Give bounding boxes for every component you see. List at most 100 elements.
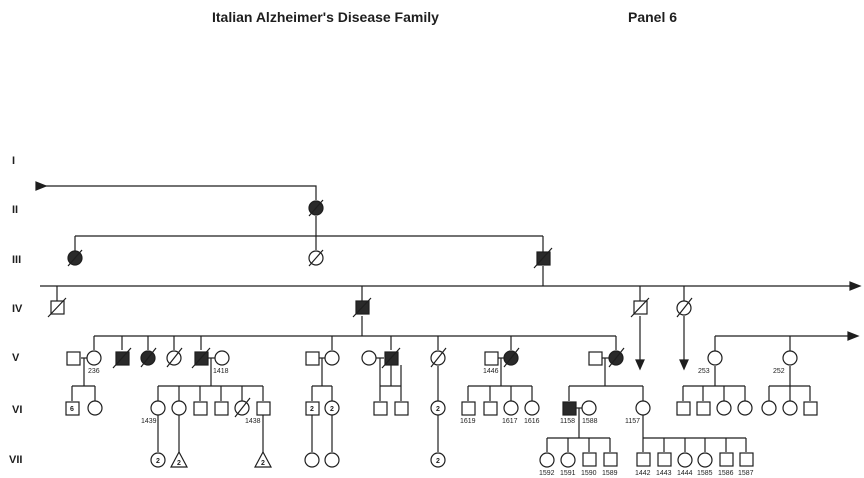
count-label: 2: [177, 460, 181, 467]
id-label: 1158: [560, 418, 575, 425]
female: [86, 350, 102, 366]
individual-ids: 236 1418 1446 253 252 1439 1438 1619 161…: [88, 368, 785, 477]
id-label: 1616: [524, 418, 540, 425]
female: [635, 400, 651, 416]
count-label: 6: [70, 406, 74, 413]
male: [394, 401, 409, 416]
female: [707, 350, 723, 366]
id-label: 1588: [582, 418, 598, 425]
female: [737, 400, 753, 416]
arrow-right-v: [847, 331, 860, 341]
arrow-down: [635, 359, 645, 371]
male-sibship-count: [305, 401, 320, 416]
id-label: 1587: [738, 470, 754, 477]
drop-lines-iii: [74, 236, 544, 252]
generation-label-iv: IV: [12, 303, 23, 315]
sibship-vi-2: [157, 358, 264, 401]
count-label: 2: [330, 406, 334, 413]
male: [588, 351, 603, 366]
male: [803, 401, 818, 416]
sex-unknown-sibship-count: [254, 450, 272, 468]
deceased-slash: [67, 249, 83, 267]
sibship-vi-5: [467, 358, 533, 401]
male: [484, 351, 499, 366]
deceased-slash: [381, 347, 401, 369]
id-label: 253: [698, 368, 710, 375]
male: [66, 351, 81, 366]
generation-label-i: I: [12, 155, 15, 167]
female: [361, 350, 377, 366]
male: [214, 401, 229, 416]
count-label: 2: [310, 406, 314, 413]
count-label: 2: [261, 460, 265, 467]
individuals: [47, 199, 818, 468]
male: [461, 401, 476, 416]
female-sibship-count: [324, 400, 340, 416]
deceased-slash: [140, 347, 157, 368]
connector-lines: [35, 181, 862, 452]
id-label: 1590: [581, 470, 597, 477]
id-label: 1619: [460, 418, 476, 425]
sibship-vi-7: [682, 366, 746, 401]
generation-label-ii: II: [12, 204, 18, 216]
id-label: 1446: [483, 368, 499, 375]
sibship-vii-2: [642, 415, 747, 452]
id-label: 1591: [560, 470, 576, 477]
deceased-slash: [166, 347, 183, 368]
female: [581, 400, 597, 416]
male: [603, 452, 618, 467]
deceased-slash: [308, 199, 324, 217]
sex-unknown-sibship-count: [170, 450, 188, 468]
deceased-slash: [533, 247, 553, 269]
deceased-slash: [352, 297, 372, 318]
generation-label-vii: VII: [9, 454, 22, 466]
drop-lines-v-right: [714, 336, 791, 351]
sibship-vi-4: [379, 358, 402, 401]
male: [719, 452, 734, 467]
male: [636, 452, 651, 467]
id-label: 1438: [245, 418, 261, 425]
female-sibship-count: [150, 452, 166, 468]
id-label: 1439: [141, 418, 157, 425]
female: [150, 400, 166, 416]
female: [782, 400, 798, 416]
female-sibship-count: [430, 452, 446, 468]
panel-label: Panel 6: [628, 9, 678, 25]
generation-label-vi: VI: [12, 404, 22, 416]
sibship-vi-1: [71, 358, 96, 401]
id-label: 1443: [656, 470, 672, 477]
female: [697, 452, 713, 468]
deceased-slash: [191, 347, 211, 369]
male: [739, 452, 754, 467]
female: [324, 350, 340, 366]
generation-label-iii: III: [12, 254, 21, 266]
female: [524, 400, 540, 416]
generation-label-v: V: [12, 352, 20, 364]
female: [677, 452, 693, 468]
deceased-slash: [676, 297, 693, 318]
female: [560, 452, 576, 468]
arrow-down: [679, 359, 689, 371]
female: [782, 350, 798, 366]
arrow-left-i: [35, 181, 48, 191]
descent-line-ii: [40, 185, 317, 200]
id-label: 1157: [625, 418, 640, 425]
female: [87, 400, 103, 416]
id-label: 1592: [539, 470, 555, 477]
deceased-slash: [503, 347, 520, 368]
count-label: 2: [156, 458, 160, 465]
affected-male: [562, 401, 577, 416]
deceased-slash: [430, 347, 447, 368]
id-label: 1617: [502, 418, 518, 425]
sibship-counts: 6 2 2 2 2 2 2 2: [70, 406, 440, 467]
male: [305, 351, 320, 366]
deceased-slash: [630, 297, 650, 318]
male: [657, 452, 672, 467]
chart-title: Italian Alzheimer's Disease Family: [212, 9, 439, 25]
deceased-slash: [308, 249, 324, 267]
sibship-vi-3: [311, 358, 333, 401]
sibship-vi-6: [568, 358, 644, 401]
female: [503, 400, 519, 416]
id-label: 252: [773, 368, 785, 375]
